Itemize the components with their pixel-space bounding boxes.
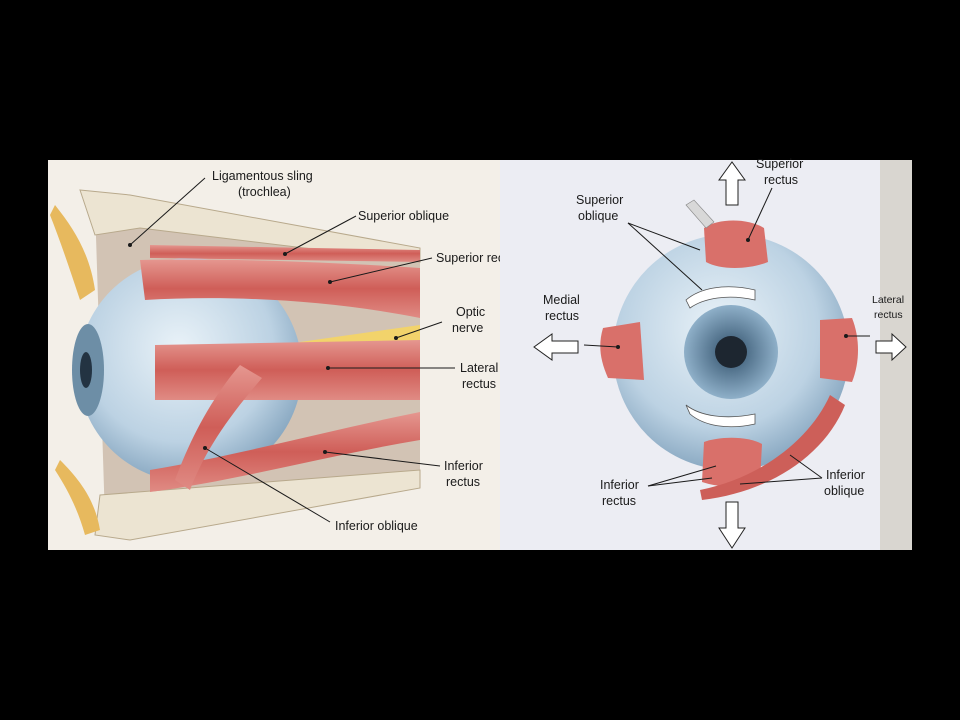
label-superior-rectus: Superior rectus — [436, 251, 521, 265]
leader-inferior-rectus-front-a — [647, 465, 717, 487]
label-optic-line1: Optic — [456, 305, 485, 319]
label-r-medial-line2: rectus — [545, 309, 579, 323]
leader-inferior-oblique-front-b — [789, 454, 823, 479]
superior-oblique-tendon — [685, 199, 715, 229]
upper-eyelid-fat — [50, 205, 95, 300]
superior-rectus-insertion — [704, 220, 768, 268]
medial-rectus-insertion — [600, 322, 644, 380]
leader-inferior-oblique — [204, 447, 331, 523]
inferior-rectus-muscle — [150, 412, 420, 492]
label-lateral-line2: rectus — [462, 377, 496, 391]
inferior-oblique-front — [700, 395, 845, 500]
label-trochlea-line2: (trochlea) — [238, 185, 291, 199]
rotation-arrow-lower — [685, 404, 756, 428]
arrow-up — [718, 161, 746, 206]
label-trochlea-line1: Ligamentous sling — [212, 169, 313, 183]
label-r-superior-oblique-line1: Superior — [576, 193, 623, 207]
pupil-front — [715, 336, 747, 368]
lateral-rectus-muscle — [155, 340, 420, 400]
label-r-lateral-line2: rectus — [874, 309, 903, 321]
lateral-rectus-insertion — [820, 318, 858, 382]
superior-rectus-muscle — [140, 259, 420, 318]
left-panel: Ligamentous sling (trochlea) Superior ob… — [48, 160, 521, 550]
label-r-inferior-oblique-line2: oblique — [824, 484, 864, 498]
leader-inferior-oblique-front-a — [739, 477, 823, 485]
label-lateral-line1: Lateral — [460, 361, 498, 375]
inferior-oblique-muscle — [175, 365, 262, 490]
rotation-arrow-upper — [685, 286, 756, 309]
leader-superior-rectus-front — [747, 187, 773, 241]
label-r-superior-rectus-line2: rectus — [764, 173, 798, 187]
label-inferior-rectus-line1: Inferior — [444, 459, 483, 473]
label-r-lateral-line1: Lateral — [872, 294, 904, 306]
pupil-side — [80, 352, 92, 388]
arrow-left — [533, 333, 579, 361]
label-r-superior-oblique-line2: oblique — [578, 209, 618, 223]
label-r-inferior-rectus-line2: rectus — [602, 494, 636, 508]
label-superior-oblique: Superior oblique — [358, 209, 449, 223]
label-inferior-oblique: Inferior oblique — [335, 519, 418, 533]
leader-superior-oblique-front-b — [627, 222, 703, 291]
label-r-superior-rectus-line1: Superior — [756, 157, 803, 171]
leader-medial-rectus — [583, 344, 619, 348]
label-inferior-rectus-line2: rectus — [446, 475, 480, 489]
lower-eyelid-fat — [55, 460, 100, 535]
label-r-inferior-oblique-line1: Inferior — [826, 468, 865, 482]
label-r-medial-line1: Medial — [543, 293, 580, 307]
label-r-inferior-rectus-line1: Inferior — [600, 478, 639, 492]
leader-inferior-rectus — [324, 451, 441, 467]
arrow-right — [875, 332, 907, 362]
arrow-down — [718, 501, 746, 549]
leader-trochlea — [129, 177, 206, 246]
inferior-rectus-insertion — [702, 437, 762, 487]
right-panel: Superior rectus Superior oblique Medial … — [500, 157, 912, 550]
leader-superior-oblique — [284, 215, 357, 255]
leader-inferior-rectus-front-b — [647, 477, 713, 487]
leader-superior-oblique-front-a — [627, 222, 701, 251]
leader-optic-nerve — [395, 321, 443, 339]
leader-superior-rectus — [329, 257, 433, 283]
label-optic-line2: nerve — [452, 321, 483, 335]
